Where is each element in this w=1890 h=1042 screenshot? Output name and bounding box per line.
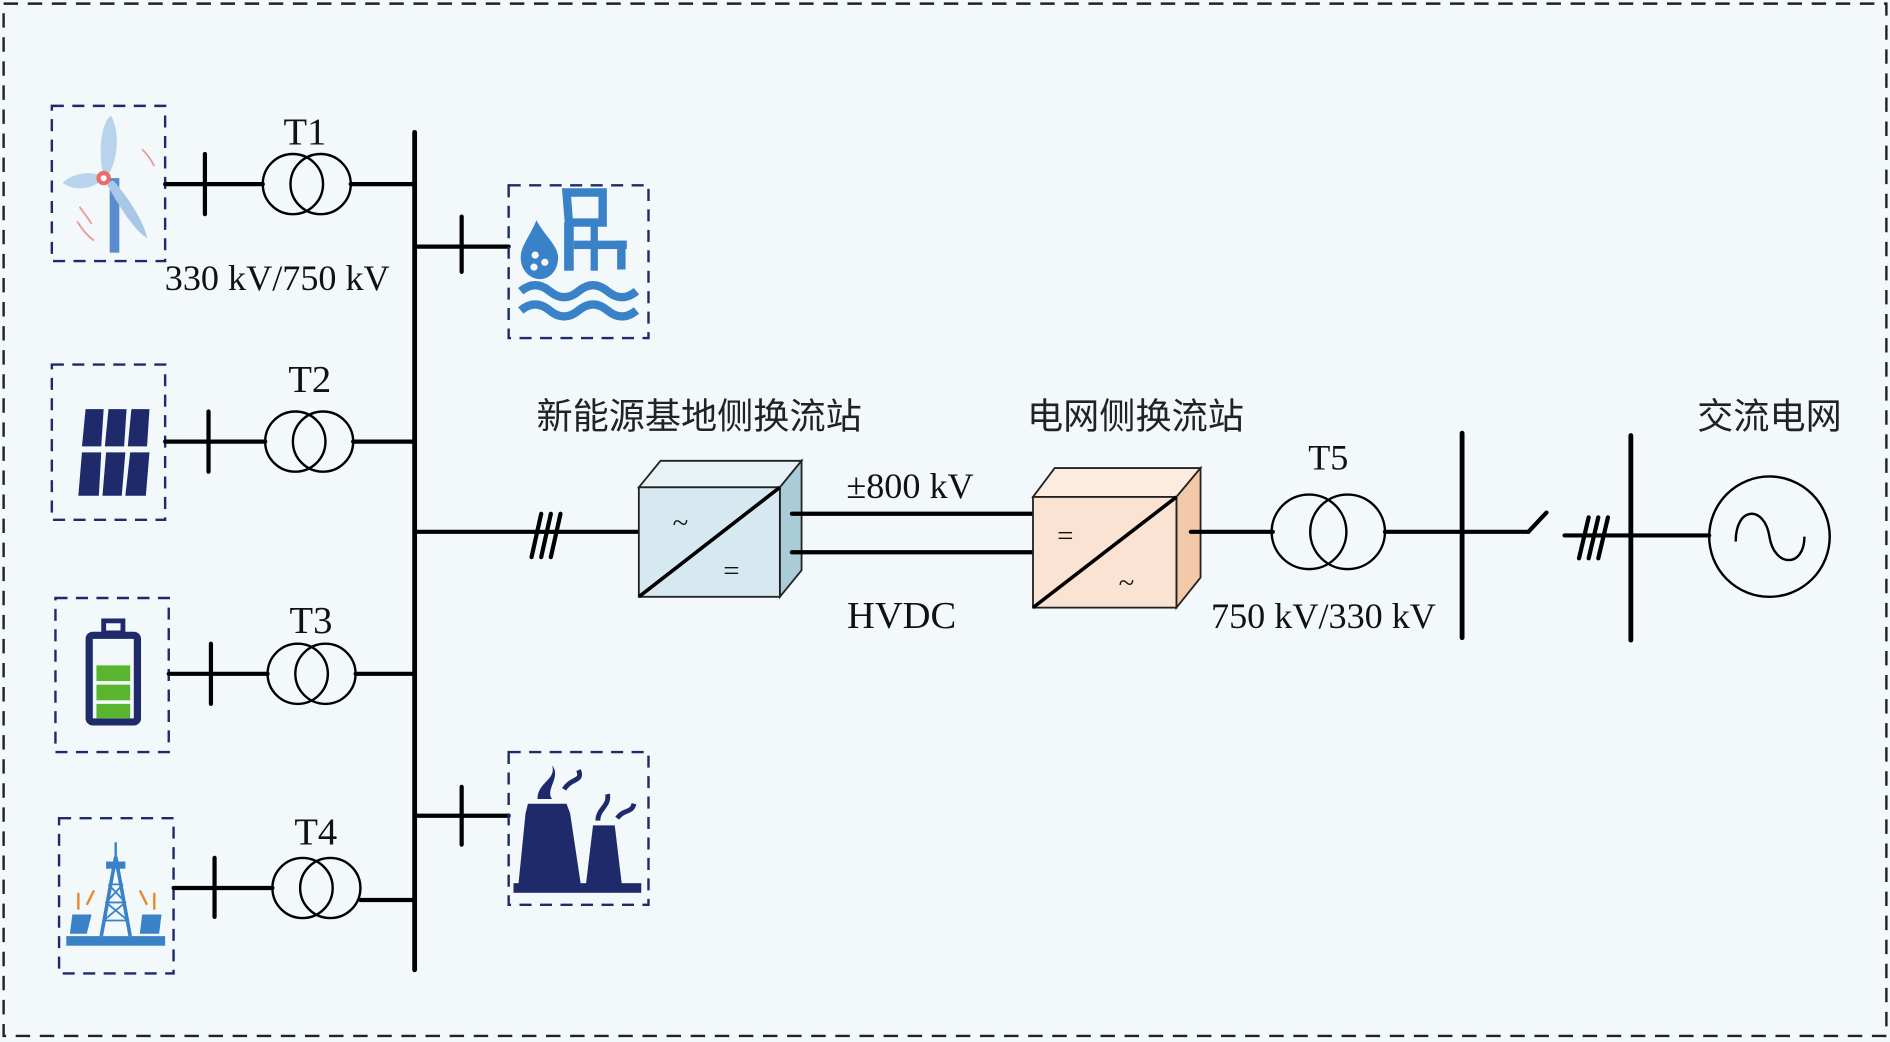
receiving-station-label: 电网侧换流站 xyxy=(1027,394,1244,437)
sending-converter: ~ = xyxy=(636,458,804,600)
t2-label: T2 xyxy=(288,359,331,401)
thermal-icon-frame xyxy=(507,750,650,907)
wind-turbine-icon xyxy=(62,115,156,253)
wind-branch: T1 330 kV/750 kV xyxy=(50,104,417,298)
thermal-power-plant-icon xyxy=(513,765,642,893)
transformer-t4 xyxy=(271,856,362,920)
hydro-branch xyxy=(412,184,650,340)
solar-panel-icon xyxy=(78,409,150,496)
storage-branch: T3 xyxy=(54,596,417,754)
sending-station-label: 新能源基地侧换流站 xyxy=(536,394,861,437)
ac-source-icon xyxy=(1707,475,1831,599)
battery-storage-icon xyxy=(85,618,142,726)
t4-label: T4 xyxy=(294,812,337,854)
three-phase-marker xyxy=(1576,515,1611,561)
dc-symbol: = xyxy=(723,555,739,587)
hydropower-icon xyxy=(518,188,640,321)
receiving-converter: = ~ xyxy=(1031,465,1203,611)
solar-thermal-icon-frame xyxy=(57,816,175,975)
ac-symbol: ~ xyxy=(673,507,689,539)
t5-label: T5 xyxy=(1308,437,1348,477)
solar-thermal-branch: T4 xyxy=(57,812,417,975)
solar-branch: T2 xyxy=(50,359,417,521)
t3-label: T3 xyxy=(290,600,333,642)
ac-symbol: ~ xyxy=(1119,567,1135,599)
dc-symbol: = xyxy=(1057,520,1073,552)
solar-thermal-tower-icon xyxy=(66,842,166,946)
hydro-icon-frame xyxy=(507,184,650,340)
hvdc-label: HVDC xyxy=(847,595,956,637)
dc-voltage-label: ±800 kV xyxy=(846,466,973,506)
receiving-ratio-label: 750 kV/330 kV xyxy=(1211,596,1436,636)
three-phase-marker xyxy=(529,511,563,560)
thermal-branch xyxy=(412,750,650,907)
switch-blade xyxy=(1526,510,1549,534)
ac-grid-label: 交流电网 xyxy=(1697,394,1842,437)
sending-ratio-label: 330 kV/750 kV xyxy=(165,258,390,298)
t1-label: T1 xyxy=(284,111,327,153)
